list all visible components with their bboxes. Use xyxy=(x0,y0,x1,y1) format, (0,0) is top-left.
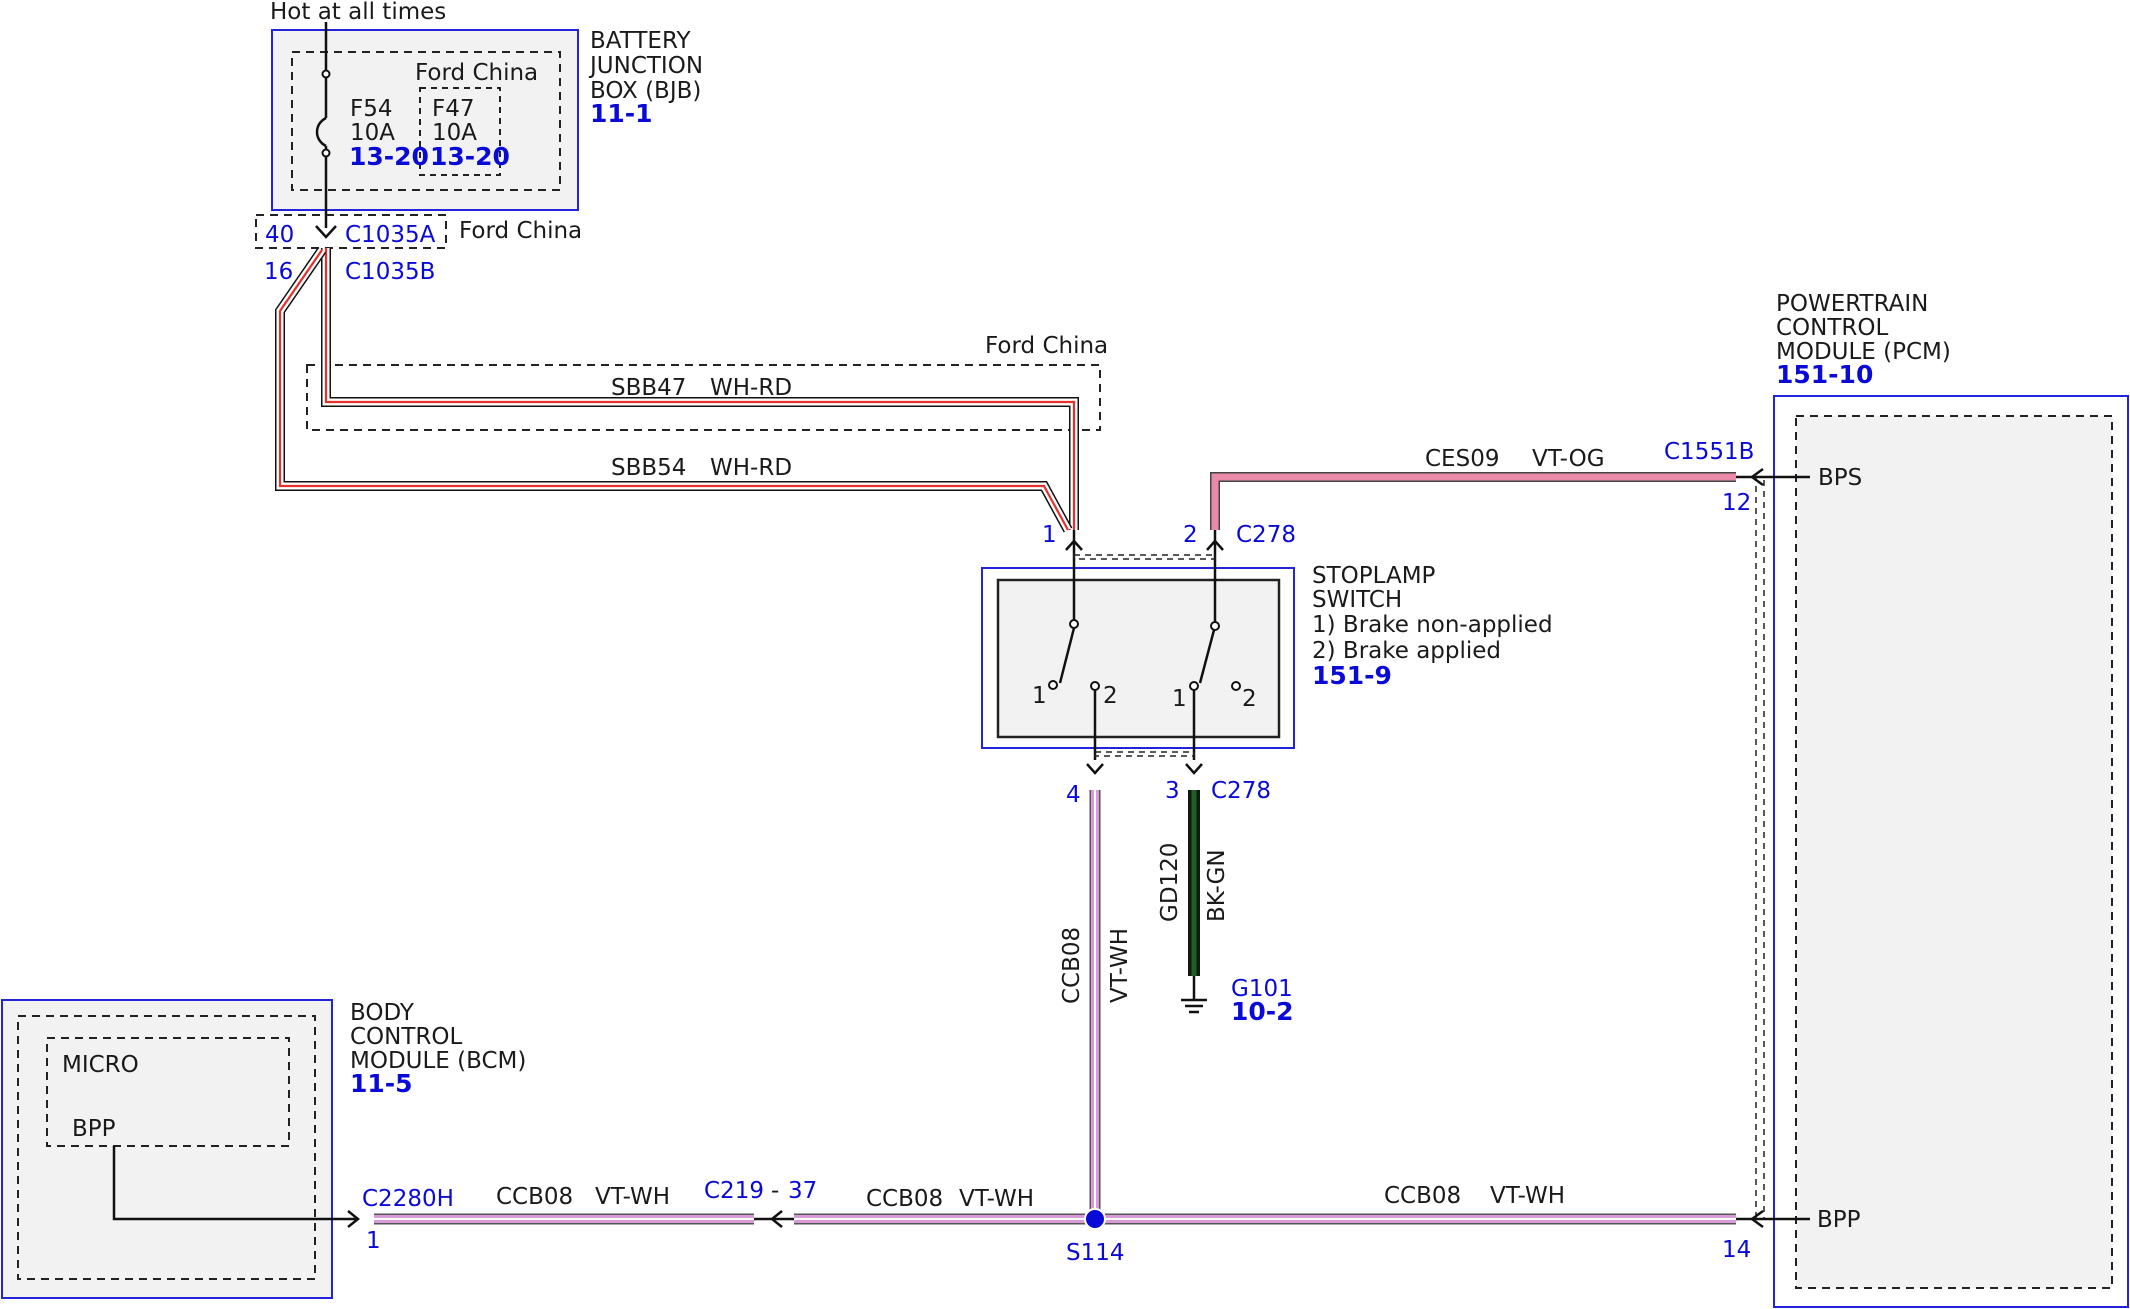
bjb-ref[interactable]: 11-1 xyxy=(590,99,653,128)
bjb-title-2: JUNCTION xyxy=(588,53,703,79)
supply-label: Hot at all times xyxy=(270,0,446,25)
fuse-f54-ref[interactable]: 13-20 xyxy=(349,142,429,171)
pcm-bpp-label: BPP xyxy=(1817,1207,1861,1233)
c278-pin1: 1 xyxy=(1042,522,1057,548)
c278-pin2: 2 xyxy=(1183,522,1198,548)
c1035-region-label: Ford China xyxy=(459,218,582,244)
body-control-module: MICRO BPP C2280H 1 BODY CONTROL MODULE (… xyxy=(1,999,526,1299)
inline-connector-symbol xyxy=(769,1210,783,1228)
bcm-connector-symbol xyxy=(347,1210,361,1228)
stoplamp-state-1: 1) Brake non-applied xyxy=(1312,612,1553,638)
fuse-f54-rating: 10A xyxy=(350,120,395,146)
c278-pin3-symbol xyxy=(1185,763,1203,775)
fuse-terminal xyxy=(321,69,331,79)
pcm-bpp-pin: 14 xyxy=(1722,1237,1751,1263)
fuse-f54-symbol xyxy=(315,116,327,148)
c278-pin4-symbol xyxy=(1086,763,1104,775)
stoplamp-switch: 1 2 C278 1 2 1 2 4 3 C278 STOPLAMP SWITC… xyxy=(981,522,1553,808)
c278-bottom-name: C278 xyxy=(1211,778,1271,804)
pcm-title-1: POWERTRAIN xyxy=(1776,291,1928,317)
wire-ces09[interactable] xyxy=(1210,472,1736,530)
wire-gd120-color: BK-GN xyxy=(1204,849,1230,922)
powertrain-control-module: BPS BPP C1551B 12 14 POWERTRAIN CONTROL … xyxy=(1664,291,2129,1308)
wire-sbb47[interactable] xyxy=(321,248,1079,530)
connector-c1035: 40 C1035A Ford China 16 C1035B xyxy=(255,214,582,285)
wire-ccb08-vertical-color: VT-WH xyxy=(1107,928,1133,1003)
left-contact-2: 2 xyxy=(1103,683,1118,709)
wire-ccb08-vertical-circuit: CCB08 xyxy=(1059,927,1085,1004)
battery-junction-box: Ford China F54 10A 13-20 F47 10A 13-20 B… xyxy=(271,22,703,228)
bjb-title-1: BATTERY xyxy=(590,28,691,54)
ground-ref[interactable]: 10-2 xyxy=(1231,997,1294,1026)
c1035a-pin: 40 xyxy=(265,222,294,248)
ground-name: G101 xyxy=(1231,976,1293,1002)
inline-connector-separator: - xyxy=(771,1178,779,1204)
c278-pin4: 4 xyxy=(1066,782,1081,808)
wire-ccb08-mid-circuit: CCB08 xyxy=(866,1186,943,1212)
splice-s114[interactable] xyxy=(1084,1208,1106,1230)
connector-c1035-symbol xyxy=(315,225,337,239)
wire-ccb08-bcm-circuit: CCB08 xyxy=(496,1184,573,1210)
bcm-title-2: CONTROL xyxy=(350,1024,463,1050)
left-contact-1: 1 xyxy=(1032,683,1047,709)
wire-sbb47-color: WH-RD xyxy=(710,375,792,401)
ground-icon xyxy=(1181,976,1207,1014)
wire-sbb54-color: WH-RD xyxy=(710,455,792,481)
bjb-group-label: Ford China xyxy=(415,60,538,86)
right-contact-2: 2 xyxy=(1242,686,1257,712)
inline-connector-c219: C219 - 37 xyxy=(704,1178,817,1228)
pcm-connector-name: C1551B xyxy=(1664,439,1754,465)
bcm-micro-label: MICRO xyxy=(62,1052,139,1078)
bcm-bpp-label: BPP xyxy=(72,1116,116,1142)
wire-ces09-circuit: CES09 xyxy=(1425,446,1499,472)
pcm-ref[interactable]: 151-10 xyxy=(1776,360,1873,389)
bcm-title-3: MODULE (BCM) xyxy=(350,1048,526,1074)
pcm-title-3: MODULE (PCM) xyxy=(1776,339,1951,365)
c278-top-name: C278 xyxy=(1236,522,1296,548)
fuse-f54-name: F54 xyxy=(350,96,393,122)
stoplamp-ref[interactable]: 151-9 xyxy=(1312,661,1392,690)
pcm-title-2: CONTROL xyxy=(1776,315,1889,341)
wire-ccb08-mid-color: VT-WH xyxy=(959,1186,1034,1212)
wire-ccb08-bcm-color: VT-WH xyxy=(595,1184,670,1210)
wire-sbb54-circuit: SBB54 xyxy=(611,455,686,481)
bcm-pin: 1 xyxy=(366,1228,381,1254)
fuse-f47-ref[interactable]: 13-20 xyxy=(430,142,510,171)
c1035a-name: C1035A xyxy=(345,222,436,248)
c1035b-pin: 16 xyxy=(264,259,293,285)
wire-ces09-color: VT-OG xyxy=(1532,446,1605,472)
inline-connector-name: C219 xyxy=(704,1178,764,1204)
splice-s114-label: S114 xyxy=(1066,1240,1125,1266)
wire-gd120-circuit: GD120 xyxy=(1157,843,1183,922)
ford-china-region-label: Ford China xyxy=(985,333,1108,359)
wire-sbb54[interactable] xyxy=(275,247,1073,533)
bjb-title-3: BOX (BJB) xyxy=(590,78,701,104)
wire-ccb08-pcm-color: VT-WH xyxy=(1490,1183,1565,1209)
wire-ccb08-pcm-circuit: CCB08 xyxy=(1384,1183,1461,1209)
pcm-bps-label: BPS xyxy=(1818,465,1862,491)
ford-china-region xyxy=(306,364,1101,431)
fuse-f47-name: F47 xyxy=(432,96,475,122)
c278-pin3: 3 xyxy=(1165,778,1180,804)
bcm-title-1: BODY xyxy=(350,1000,415,1026)
stoplamp-title-1: STOPLAMP xyxy=(1312,563,1436,589)
c1035b-name: C1035B xyxy=(345,259,435,285)
stoplamp-state-2: 2) Brake applied xyxy=(1312,638,1501,664)
fuse-f47-rating: 10A xyxy=(432,120,477,146)
stoplamp-title-2: SWITCH xyxy=(1312,587,1402,613)
bcm-connector-name: C2280H xyxy=(362,1186,454,1212)
pcm-bps-pin: 12 xyxy=(1722,490,1751,516)
inline-connector-pin: 37 xyxy=(788,1178,817,1204)
wire-sbb47-circuit: SBB47 xyxy=(611,375,686,401)
bcm-ref[interactable]: 11-5 xyxy=(350,1069,413,1098)
right-contact-1: 1 xyxy=(1172,686,1187,712)
